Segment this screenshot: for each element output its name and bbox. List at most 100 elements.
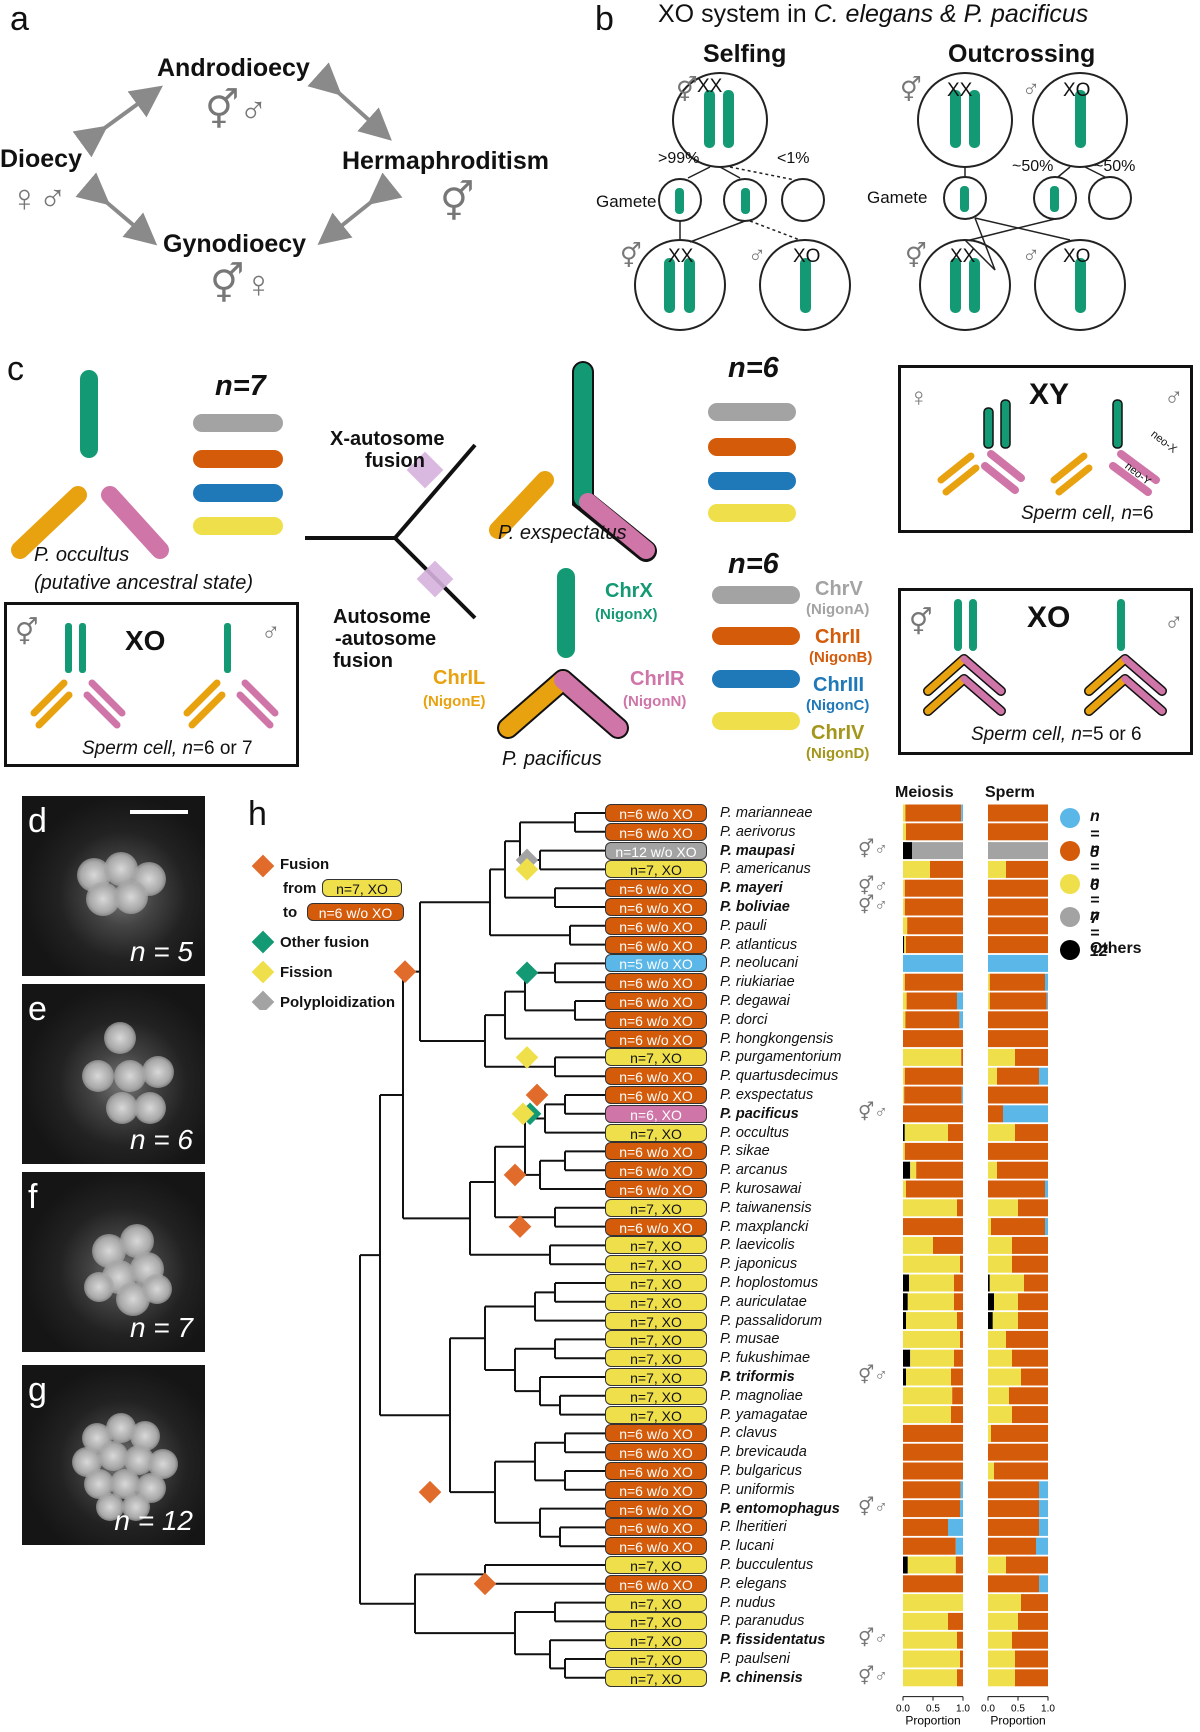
- meiosis-bar-segment: [903, 973, 905, 991]
- sperm-bar-segment: [988, 992, 990, 1010]
- mating-system-symbols: ⚥♂: [858, 895, 888, 915]
- meiosis-bar-segment: [903, 1349, 911, 1367]
- sperm-tick-label: 1.0: [1041, 1704, 1055, 1715]
- sperm-bar-segment: [1046, 992, 1048, 1010]
- meiosis-bar-segment: [903, 1500, 960, 1518]
- chromosome-pill: n=6 w/o XO: [605, 1010, 707, 1029]
- meiosis-bar-segment: [903, 1424, 963, 1442]
- out-parent-male: ♂: [1022, 76, 1040, 103]
- meiosis-bar-segment: [930, 860, 963, 878]
- chromosome-pill: n=6 w/o XO: [605, 1537, 707, 1556]
- meiosis-bar-segment: [903, 1105, 963, 1123]
- species-name: P. maxplancki: [720, 1218, 809, 1235]
- gynodioecy-symbols: ⚥♀: [210, 264, 273, 306]
- meiosis-bar-segment: [903, 804, 906, 822]
- meiosis-bar-segment: [951, 1406, 963, 1424]
- sperm-bar-segment: [989, 992, 1047, 1010]
- chromosome-pill: n=7, XO: [605, 1255, 707, 1274]
- nigonn-label: (NigonN): [623, 693, 687, 710]
- xo-left-caption-a: Sperm cell,: [82, 738, 183, 759]
- chromosome-pill: n=6 w/o XO: [605, 898, 707, 916]
- species-name: P. maupasi: [720, 842, 795, 859]
- androdioecy-symbols: ⚥♂: [205, 90, 268, 132]
- meiosis-bar-segment: [904, 1142, 963, 1160]
- key-swatch: [1060, 808, 1080, 828]
- meiosis-bar-segment: [961, 804, 963, 822]
- micrograph-g-label: g: [28, 1371, 47, 1409]
- species-name: P. mayeri: [720, 880, 783, 897]
- sperm-bar-segment: [988, 1631, 1012, 1649]
- chromosome-pill: n=6 w/o XO: [605, 1029, 707, 1048]
- hermaphroditism-symbol: ⚥: [440, 182, 475, 224]
- chromosome-pill: n=7, XO: [605, 860, 707, 879]
- chromosome-pill: n=6 w/o XO: [605, 1462, 707, 1480]
- sperm-bar-segment: [1039, 1481, 1048, 1499]
- meiosis-header: Meiosis: [895, 784, 954, 801]
- xy-title: XY: [1029, 378, 1070, 411]
- meiosis-bar-segment: [903, 1236, 933, 1254]
- chromosome-pill: n=6 w/o XO: [605, 1499, 707, 1518]
- sperm-bar-segment: [988, 1406, 1012, 1424]
- sperm-bar-segment: [1045, 1180, 1048, 1198]
- occultus-label: P. occultus: [34, 544, 130, 566]
- sperm-bar-segment: [988, 1462, 994, 1480]
- tree-event-diamond: [473, 1572, 497, 1596]
- micrograph-d-n: n = 5: [129, 936, 193, 967]
- sperm-bar-segment: [988, 1255, 1012, 1273]
- out-child-xo: XO: [1063, 246, 1091, 267]
- meiosis-bar-segment: [903, 1180, 906, 1198]
- species-name: P. riukiariae: [720, 974, 795, 991]
- sperm-bar-segment: [988, 973, 990, 991]
- meiosis-bar-segment: [903, 1462, 963, 1480]
- chromosome-pill: n=6 w/o XO: [605, 1217, 707, 1236]
- xo-right-caption-b: n: [1071, 724, 1082, 745]
- meiosis-bar-segment: [903, 879, 905, 897]
- tree-event-diamond: [525, 1083, 549, 1107]
- meiosis-bar-segment: [903, 1443, 963, 1461]
- selfing-child-xo: XO: [793, 246, 821, 267]
- mating-system-symbols: ⚥♂: [858, 1665, 888, 1686]
- meiosis-bar-segment: [933, 1236, 963, 1254]
- selfing-child-xx: XX: [668, 246, 694, 267]
- meiosis-bar-segment: [903, 1669, 957, 1687]
- meiosis-bar-segment: [904, 1086, 962, 1104]
- meiosis-bar-segment: [903, 1312, 906, 1330]
- sperm-bar-segment: [988, 1011, 1048, 1029]
- sperm-bar-segment: [1021, 1594, 1048, 1612]
- sperm-bar-segment: [988, 1650, 1015, 1668]
- chromosome-pill: n=6 w/o XO: [605, 1443, 707, 1462]
- micrograph-e-label: e: [28, 990, 47, 1028]
- sperm-bar-segment: [988, 936, 1048, 954]
- sperm-bar-segment: [1015, 1124, 1048, 1142]
- species-name: P. neolucani: [720, 955, 798, 972]
- sperm-bar-segment: [991, 1218, 1045, 1236]
- out-parent-herm: ⚥: [900, 77, 922, 104]
- species-name: P. triformis: [720, 1369, 795, 1385]
- species-name: P. hongkongensis: [720, 1030, 834, 1047]
- panel-label-b: b: [595, 0, 614, 38]
- micrograph-g: g n = 12: [22, 1365, 205, 1545]
- meiosis-bar-segment: [957, 1312, 963, 1330]
- out-parent-xx: XX: [947, 80, 973, 101]
- meiosis-bar-segment: [905, 804, 962, 822]
- species-name: P. atlanticus: [720, 936, 798, 953]
- meiosis-bar-segment: [910, 1349, 954, 1367]
- chromosome-pill: n=7, XO: [605, 1386, 707, 1405]
- sperm-bar-segment: [1036, 1537, 1048, 1555]
- chromosome-pill: n=6 w/o XO: [605, 1574, 707, 1593]
- meiosis-bar-segment: [903, 1161, 911, 1179]
- meiosis-bar-segment: [948, 1612, 963, 1630]
- species-name: P. bulgaricus: [720, 1463, 802, 1479]
- micrograph-e-n: n = 6: [129, 1124, 193, 1155]
- autosome-fusion-label-1: Autosome: [333, 606, 431, 628]
- chromosome-pill: n=7, XO: [605, 1274, 707, 1292]
- sperm-bar-segment: [988, 1312, 993, 1330]
- key-label: n = 7: [1090, 874, 1100, 927]
- sperm-bar-segment: [988, 804, 1048, 822]
- sperm-bar-segment: [988, 1368, 1021, 1386]
- chromosome-pill: n=7, XO: [605, 1593, 707, 1612]
- sperm-bar-segment: [1021, 1368, 1048, 1386]
- meiosis-bar-segment: [960, 1500, 963, 1518]
- species-name: P. bucculentus: [720, 1557, 814, 1573]
- chromosome-pill: n=7, XO: [605, 1349, 707, 1368]
